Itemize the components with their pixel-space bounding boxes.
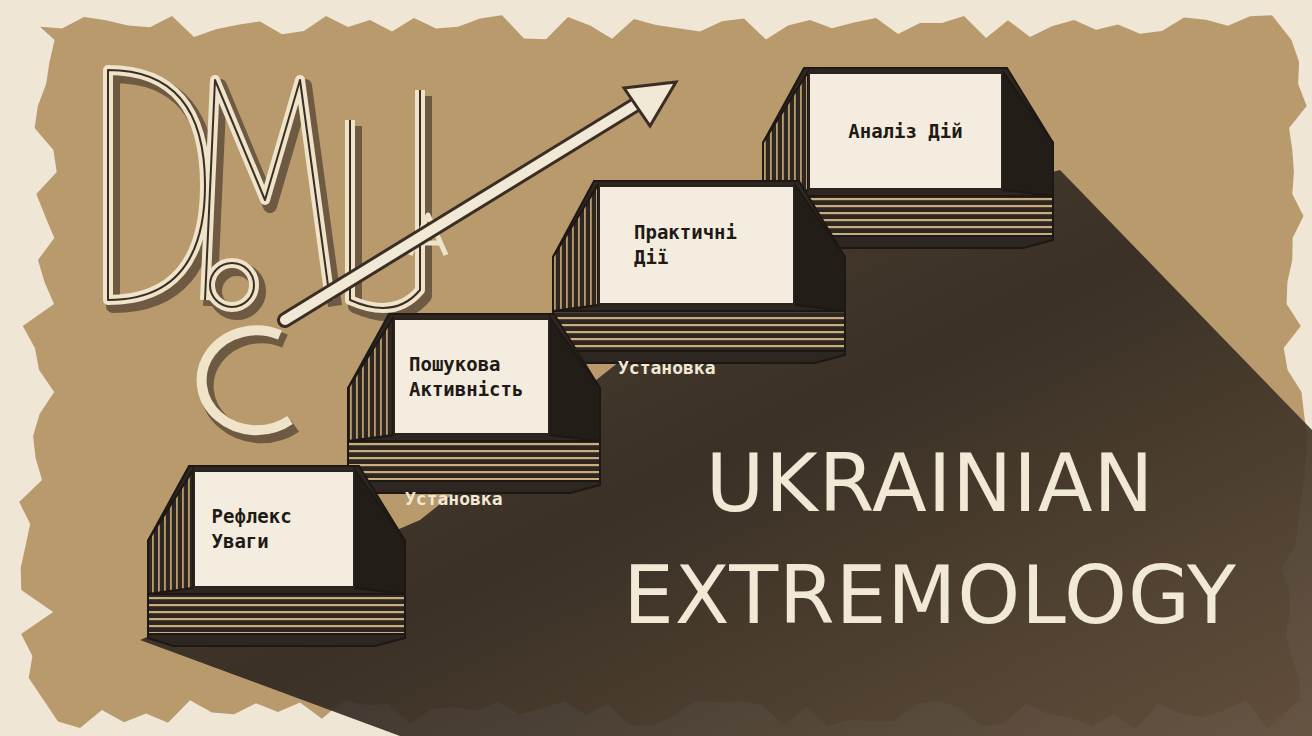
block-side <box>1003 72 1053 196</box>
block-bevel <box>763 72 808 196</box>
stage-label: Установка <box>618 357 716 378</box>
step-label: Рефлекс Уваги <box>212 504 337 553</box>
block-body <box>553 181 845 363</box>
step-block: Аналіз Дій <box>808 72 1003 190</box>
block-side <box>550 318 600 441</box>
stage-label: Установка <box>405 488 503 509</box>
step-block: Пошукова Активність <box>393 318 550 435</box>
step-block: Практичні Дії <box>598 185 795 305</box>
block-base <box>553 311 845 351</box>
step-label: Аналіз Дій <box>848 119 962 144</box>
block-base <box>348 441 600 481</box>
block-base <box>148 594 405 634</box>
block-bevel <box>148 470 193 594</box>
block-body <box>348 314 600 493</box>
block-side <box>795 185 845 311</box>
block-bevel <box>553 185 598 311</box>
step-label: Пошукова Активність <box>409 352 534 401</box>
block-side <box>355 470 405 594</box>
block-body <box>148 466 405 646</box>
step-label: Практичні Дії <box>634 220 759 269</box>
shadow <box>140 170 1312 736</box>
step-block: Рефлекс Уваги <box>193 470 355 588</box>
title: UKRAINIAN EXTREMOLOGY <box>600 428 1260 652</box>
block-bevel <box>348 318 393 441</box>
